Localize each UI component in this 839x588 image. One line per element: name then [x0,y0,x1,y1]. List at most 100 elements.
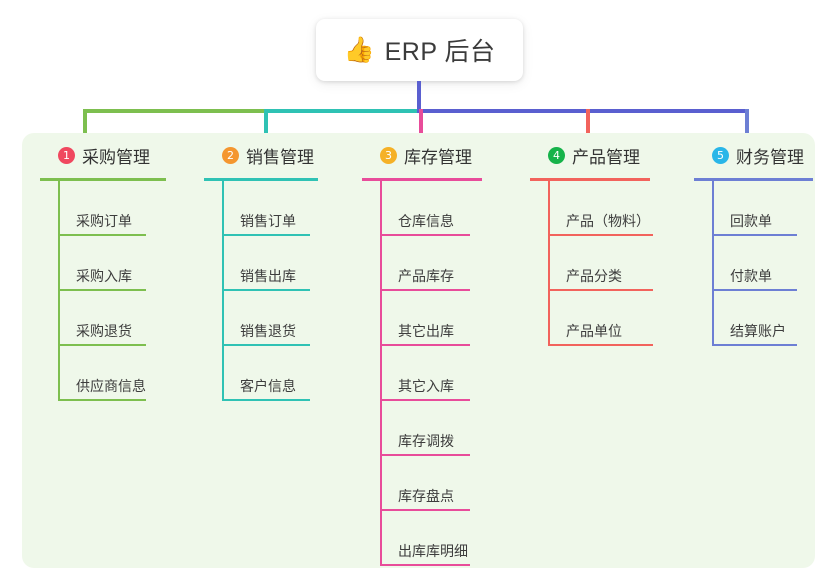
branch-trunk-line [222,181,224,401]
branch-number-badge: 1 [58,146,75,164]
branch-item-list: 回款单付款单结算账户 [694,181,839,346]
branch-trunk-line [712,181,714,346]
thumbs-up-icon: 👍 [343,35,375,64]
branch-item-underline [222,344,310,346]
root-node[interactable]: 👍 ERP 后台 [316,19,523,81]
branch-item[interactable]: 采购订单 [40,181,200,236]
branch-item-underline [380,289,470,291]
branch-item[interactable]: 仓库信息 [362,181,540,236]
branch-item-label: 产品单位 [566,323,622,339]
branch-item-underline [58,399,146,401]
branch-item-underline [548,344,653,346]
branch-title: 采购管理 [82,147,150,167]
branch-item-list: 仓库信息产品库存其它出库其它入库库存调拨库存盘点出库库明细 [362,181,540,566]
branch-item-label: 采购退货 [76,323,132,339]
branch-item[interactable]: 结算账户 [694,291,839,346]
branch-item-label: 客户信息 [240,378,296,394]
branch-item-list: 采购订单采购入库采购退货供应商信息 [40,181,200,401]
root-title: ERP 后台 [384,38,496,66]
branch-header-underline [530,178,650,181]
branch-item[interactable]: 客户信息 [204,346,364,401]
branch-item[interactable]: 库存盘点 [362,456,540,511]
branch-header-3[interactable]: 3 库存管理 [362,133,540,177]
branch-item-label: 销售出库 [240,268,296,284]
branch-item[interactable]: 产品单位 [530,291,700,346]
branch-item-underline [222,289,310,291]
bus-segment-2 [264,109,417,113]
branch-item[interactable]: 产品（物料） [530,181,700,236]
branch-item[interactable]: 产品库存 [362,236,540,291]
branch-item[interactable]: 付款单 [694,236,839,291]
branch-item-underline [380,399,470,401]
branch-item-label: 销售退货 [240,323,296,339]
branch-item-underline [58,344,146,346]
branch-item-label: 采购订单 [76,213,132,229]
branch-item-underline [380,344,470,346]
branch-item-label: 产品分类 [566,268,622,284]
branch-item-underline [58,234,146,236]
branch-item-underline [380,234,470,236]
branch-item[interactable]: 采购退货 [40,291,200,346]
branch-header-underline [694,178,813,181]
branch-item[interactable]: 产品分类 [530,236,700,291]
branch-item[interactable]: 库存调拨 [362,401,540,456]
branch-item[interactable]: 其它入库 [362,346,540,401]
branch-item-list: 销售订单销售出库销售退货客户信息 [204,181,364,401]
branch-item-underline [712,344,797,346]
branch-column-5: 5 财务管理回款单付款单结算账户 [694,133,839,346]
branch-item-underline [58,289,146,291]
branch-item-label: 仓库信息 [398,213,454,229]
branch-number-badge: 5 [712,146,729,164]
branch-item-underline [222,234,310,236]
branch-item-label: 销售订单 [240,213,296,229]
branch-column-4: 4 产品管理产品（物料） 产品分类产品单位 [530,133,700,346]
branch-item[interactable]: 采购入库 [40,236,200,291]
branch-item-list: 产品（物料） 产品分类产品单位 [530,181,700,346]
branch-item-label: 采购入库 [76,268,132,284]
branch-item-underline [380,509,470,511]
branch-item-label: 付款单 [730,268,772,284]
branch-item[interactable]: 销售退货 [204,291,364,346]
branch-item-underline [380,564,470,566]
branch-column-1: 1 采购管理采购订单采购入库采购退货供应商信息 [40,133,200,401]
branch-title: 产品管理 [572,147,640,167]
branch-number-badge: 3 [380,146,397,164]
root-stem-connector [417,81,421,112]
branch-item-underline [222,399,310,401]
branch-header-4[interactable]: 4 产品管理 [530,133,700,177]
branch-header-underline [40,178,166,181]
branch-item-label: 产品库存 [398,268,454,284]
branch-item-underline [548,234,653,236]
bus-segment-3 [417,109,747,113]
branch-item-label: 其它入库 [398,378,454,394]
branch-item-label: 库存盘点 [398,488,454,504]
branch-item-underline [712,234,797,236]
branch-item[interactable]: 其它出库 [362,291,540,346]
branch-item-underline [380,454,470,456]
branch-header-1[interactable]: 1 采购管理 [40,133,200,177]
branch-title: 库存管理 [404,147,472,167]
branch-item-label: 出库库明细 [398,543,468,559]
branch-header-underline [362,178,482,181]
branch-title: 财务管理 [736,147,804,167]
bus-segment-1 [83,109,264,113]
branch-item-label: 产品（物料） [566,213,650,229]
branch-column-3: 3 库存管理仓库信息产品库存其它出库其它入库库存调拨库存盘点出库库明细 [362,133,540,566]
branch-header-5[interactable]: 5 财务管理 [694,133,839,177]
branch-trunk-line [380,181,382,566]
branch-item-label: 库存调拨 [398,433,454,449]
branch-item-label: 回款单 [730,213,772,229]
branch-item-label: 其它出库 [398,323,454,339]
branch-item[interactable]: 销售订单 [204,181,364,236]
branch-number-badge: 4 [548,146,565,164]
branch-item[interactable]: 供应商信息 [40,346,200,401]
branch-item-underline [548,289,653,291]
branch-number-badge: 2 [222,146,239,164]
branch-item[interactable]: 销售出库 [204,236,364,291]
branch-item-label: 结算账户 [730,323,786,339]
branch-item[interactable]: 出库库明细 [362,511,540,566]
branch-item[interactable]: 回款单 [694,181,839,236]
